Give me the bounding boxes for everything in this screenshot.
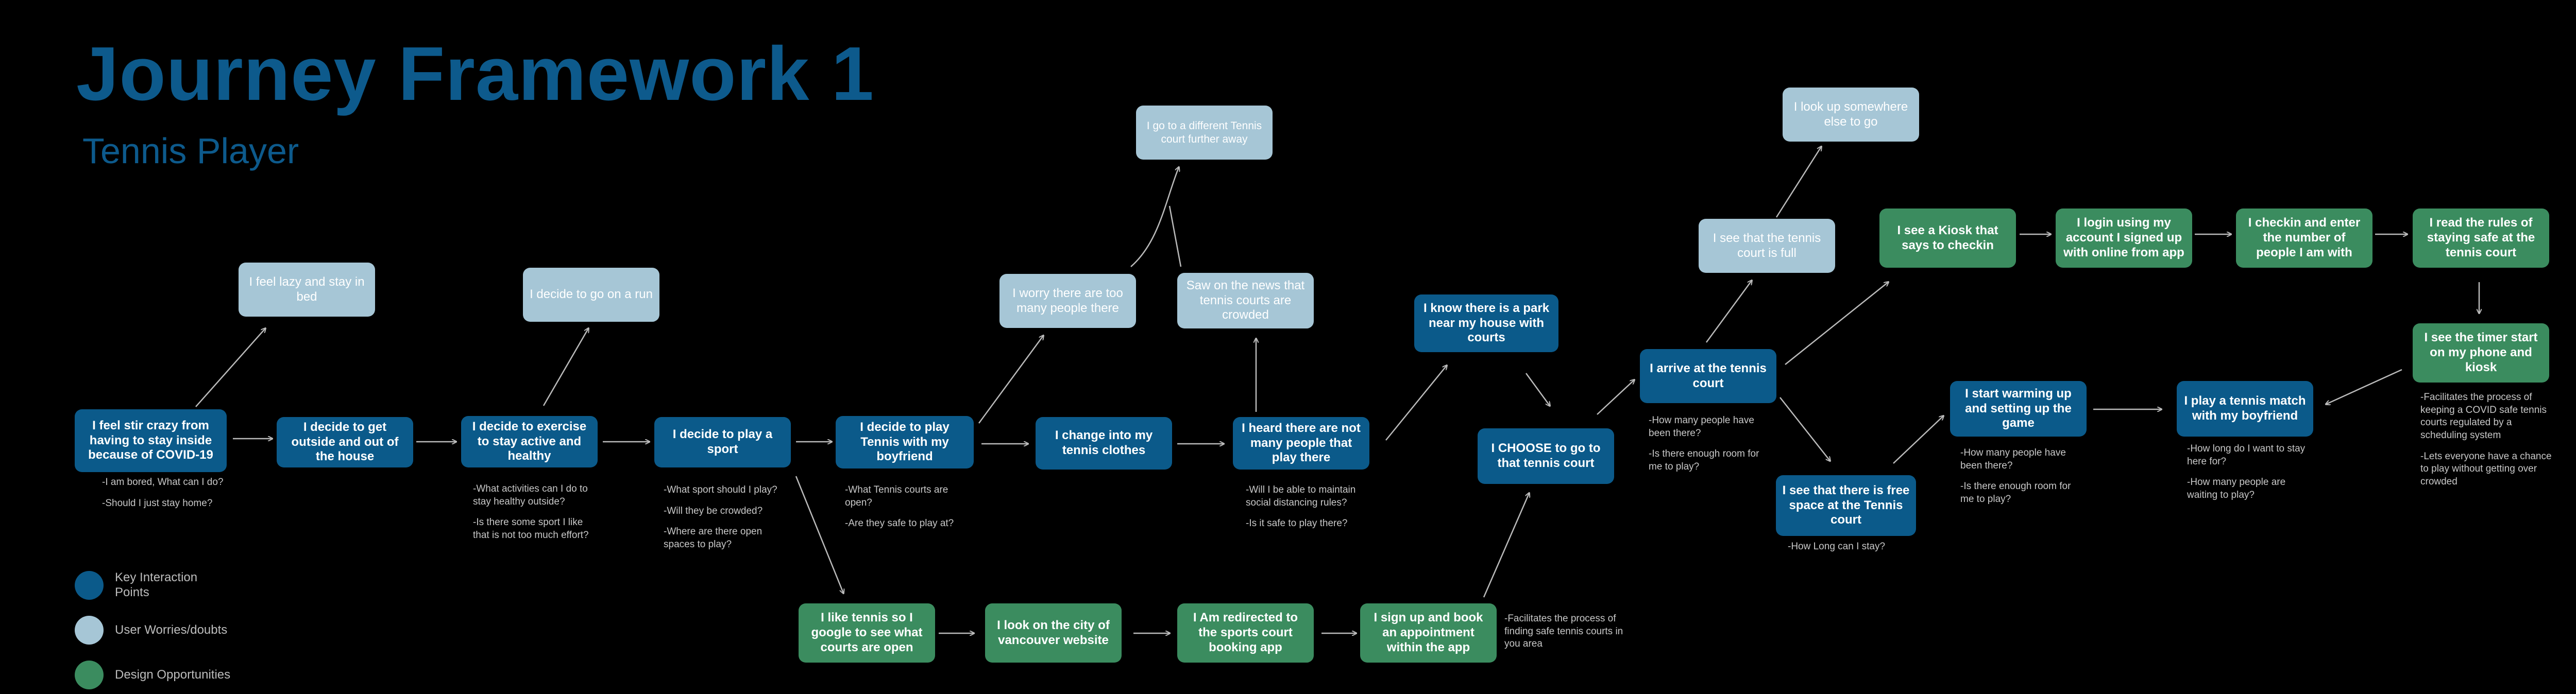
note-book-app: -Facilitates the process of finding safe… [1504,613,1633,659]
arrow-n15-n18 [1780,397,1830,461]
node-know-park: I know there is a park near my house wit… [1414,294,1558,352]
note-line: -How Long can I stay? [1788,541,1886,552]
legend-dot-key [75,570,104,600]
node-redirected-app: I Am redirected to the sports court book… [1177,603,1314,663]
note-line: -Should I just stay home? [102,497,213,509]
note-line: -I am bored, What can I do? [102,477,224,488]
node-warming-up: I start warming up and setting up the ga… [1950,381,2087,437]
note-line: -Facilitates the process of finding safe… [1504,613,1623,650]
arrow-n15-n16 [1705,281,1752,343]
node-checkin: I checkin and enter the number of people… [2236,209,2372,268]
node-arrive-court: I arrive at the tennis court [1640,349,1776,403]
arrow-n13-n14 [1525,373,1550,406]
legend-label-design: Design Opportunities [115,667,231,682]
note-line: -Will they be crowded? [664,505,763,516]
node-different-court: I go to a different Tennis court further… [1136,106,1273,160]
note-play-match: -How long do I want to stay here for? -H… [2187,443,2311,510]
node-timer-start: I see the timer start on my phone and ki… [2413,323,2549,383]
note-warming-up: -How many people have been there? -Is th… [1960,447,2084,514]
note-stir-crazy: -I am bored, What can I do? -Should I ju… [102,476,226,518]
note-line: -What Tennis courts are open? [845,484,948,508]
node-book-appointment: I sign up and book an appointment within… [1360,603,1497,663]
note-free-space: -How Long can I stay? [1788,541,1911,562]
page-subtitle: Tennis Player [82,131,299,171]
note-arrive: -How many people have been there? -Is th… [1649,414,1772,482]
note-line: -How many people are waiting to play? [2187,477,2286,501]
arrow-n18-n24 [1893,416,1943,464]
note-line: -Where are there open spaces to play? [664,526,762,550]
note-line: -How many people have been there? [1960,447,2066,471]
note-line: -What activities can I do to stay health… [473,483,588,507]
node-login-account: I login using my account I signed up wit… [2056,209,2192,268]
node-change-clothes: I change into my tennis clothes [1036,417,1172,470]
arrow-n7-n8 [978,336,1043,424]
node-choose-court: I CHOOSE to go to that tennis court [1478,428,1614,484]
note-play-sport: -What sport should I play? -Will they be… [664,484,782,560]
arrow-n16-n17 [1775,147,1821,218]
legend-key-interaction: Key Interaction Points [75,570,233,600]
legend-worries: User Worries/doubts [75,616,233,645]
arrow-n8-n9 [1130,167,1179,267]
node-see-kiosk: I see a Kiosk that says to checkin [1879,209,2016,268]
note-line: -Lets everyone have a chance to play wit… [2420,450,2552,488]
note-line: -What sport should I play? [664,484,777,495]
arrow-n4-n5 [543,328,588,406]
note-play-tennis: -What Tennis courts are open? -Are they … [845,484,969,539]
arrow-n12-n13 [1385,366,1447,441]
page-title: Journey Framework 1 [76,31,874,116]
node-play-match: I play a tennis match with my boyfriend [2177,381,2313,437]
line-n10-n9 [1168,205,1182,267]
note-timer: -Facilitates the process of keeping a CO… [2420,391,2560,497]
legend-design: Design Opportunities [75,661,233,689]
node-heard-few-people: I heard there are not many people that p… [1233,417,1369,470]
arrow-n14-n15 [1597,380,1634,415]
node-google-courts: I like tennis so I google to see what co… [799,603,935,663]
note-line: -Is there some sport I like that is not … [473,517,589,541]
note-exercise: -What activities can I do to stay health… [473,483,597,550]
note-line: -How many people have been there? [1649,415,1754,439]
node-free-space: I see that there is free space at the Te… [1776,475,1916,536]
arrow-n23-n25 [2326,369,2402,404]
note-line: -Is there enough room for me to play? [1649,448,1759,473]
legend-dot-design [75,661,104,689]
note-line: -How long do I want to stay here for? [2187,443,2306,467]
node-feel-lazy: I feel lazy and stay in bed [239,263,375,317]
node-saw-news: Saw on the news that tennis courts are c… [1177,273,1314,328]
node-play-sport: I decide to play a sport [654,417,791,467]
node-city-website: I look on the city of vancouver website [985,603,1122,663]
node-read-rules: I read the rules of staying safe at the … [2413,209,2549,268]
node-worry-crowded: I worry there are too many people there [999,274,1136,328]
note-line: -Will I be able to maintain social dista… [1246,484,1356,508]
node-court-full: I see that the tennis court is full [1699,219,1835,273]
arrow-n29-n14 [1483,493,1529,598]
node-stir-crazy: I feel stir crazy from having to stay in… [75,409,227,472]
arrow-n15-n19 [1785,282,1888,365]
legend-label-worry: User Worries/doubts [115,622,228,637]
node-look-elsewhere: I look up somewhere else to go [1783,88,1919,142]
arrow-n6-n26 [795,476,843,593]
note-line: -Is it safe to play there? [1246,518,1348,529]
note-heard-few: -Will I be able to maintain social dista… [1246,484,1372,539]
legend-label-key: Key Interaction Points [115,570,198,599]
node-play-tennis: I decide to play Tennis with my boyfrien… [836,416,974,469]
note-line: -Are they safe to play at? [845,518,954,529]
node-get-outside: I decide to get outside and out of the h… [277,417,413,467]
node-exercise: I decide to exercise to stay active and … [461,416,598,467]
arrow-n1-n2 [195,328,265,407]
legend-dot-worry [75,616,104,645]
note-line: -Is there enough room for me to play? [1960,481,2071,505]
node-go-run: I decide to go on a run [523,268,659,322]
note-line: -Facilitates the process of keeping a CO… [2420,392,2547,441]
